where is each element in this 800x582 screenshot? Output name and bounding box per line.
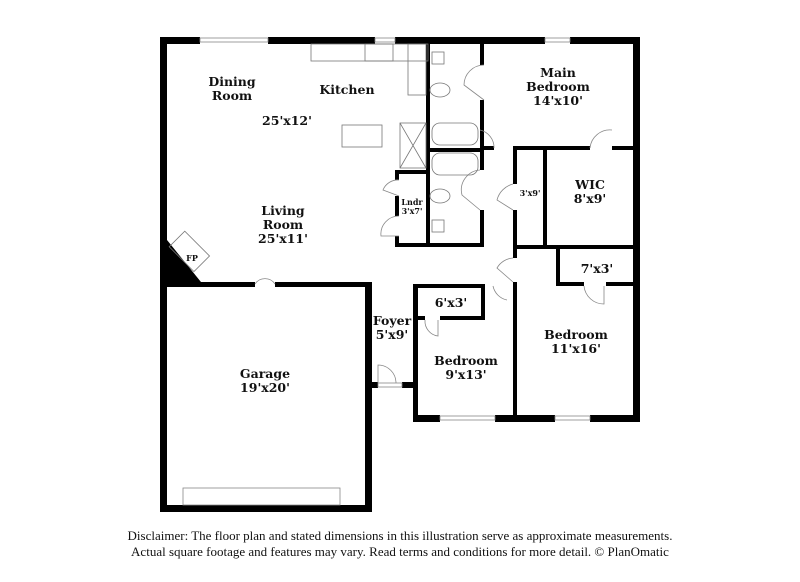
kitchen-dimension: 25'x12' (262, 113, 312, 128)
sink-icon (431, 219, 445, 233)
bedroom-label: Bedroom (434, 353, 498, 368)
sliding-door (199, 37, 269, 43)
counter-sink (407, 43, 427, 96)
window (544, 37, 571, 43)
windows-doors (182, 37, 613, 506)
door-swing (479, 129, 495, 149)
foyer-label: Foyer (373, 313, 412, 328)
counter (310, 43, 429, 62)
stove-icon (364, 43, 394, 62)
fixtures (168, 43, 479, 273)
fireplace (168, 230, 211, 273)
living-room-label: Living (261, 203, 305, 218)
door-swing (463, 64, 485, 101)
door-swing (254, 278, 276, 285)
walls (160, 37, 640, 512)
laundry-label: Lndr (401, 197, 423, 207)
fridge (399, 122, 427, 169)
bathtub-icon (431, 152, 479, 176)
door-swing (589, 129, 613, 149)
door-swing (382, 179, 400, 197)
toilet-icon (429, 82, 451, 98)
bedroom-label: Bedroom (544, 327, 608, 342)
garage-dimension: 19'x20' (240, 380, 290, 395)
door-swing (496, 183, 514, 211)
living-room-label: Room (263, 217, 303, 232)
garage-label: Garage (240, 366, 290, 381)
sink-icon (431, 51, 445, 65)
foyer-dimension: 5'x9' (376, 327, 409, 342)
wic-dimension: 8'x9' (574, 191, 607, 206)
closet-dimension: 3'x9' (520, 188, 541, 198)
dining-room-label: Dining (208, 74, 256, 89)
door-swing (380, 215, 400, 237)
wic-label: WIC (574, 177, 605, 192)
room-labels: Dining Room Kitchen 25'x12' Living Room … (186, 65, 613, 395)
dining-room-label: Room (212, 88, 252, 103)
door-swing (583, 285, 605, 305)
front-door (377, 382, 403, 388)
window (439, 415, 496, 421)
kitchen-label: Kitchen (319, 82, 374, 97)
door-swing (492, 285, 508, 301)
window (554, 415, 591, 421)
main-bedroom-label: Bedroom (526, 79, 590, 94)
window (374, 37, 396, 43)
main-bedroom-dimension: 14'x10' (533, 93, 583, 108)
laundry-dimension: 3'x7' (402, 206, 423, 216)
toilet-icon (429, 188, 451, 204)
disclaimer-line-2: Actual square footage and features may v… (131, 544, 669, 559)
door-swing (461, 169, 481, 211)
door-swing (424, 319, 439, 337)
living-room-dimension: 25'x11' (258, 231, 308, 246)
disclaimer-line-1: Disclaimer: The floor plan and stated di… (127, 528, 673, 543)
main-bedroom-label: Main (540, 65, 576, 80)
fireplace-label: FP (186, 253, 198, 263)
bedroom-dimension: 11'x16' (551, 341, 601, 356)
door-swing (496, 257, 514, 283)
closet-dimension: 6'x3' (435, 295, 468, 310)
closet-dimension: 7'x3' (581, 261, 614, 276)
kitchen-island (341, 124, 383, 148)
door-swing (377, 364, 397, 384)
bedroom-dimension: 9'x13' (445, 367, 486, 382)
bathtub-icon (431, 122, 479, 146)
garage-door (182, 487, 341, 506)
